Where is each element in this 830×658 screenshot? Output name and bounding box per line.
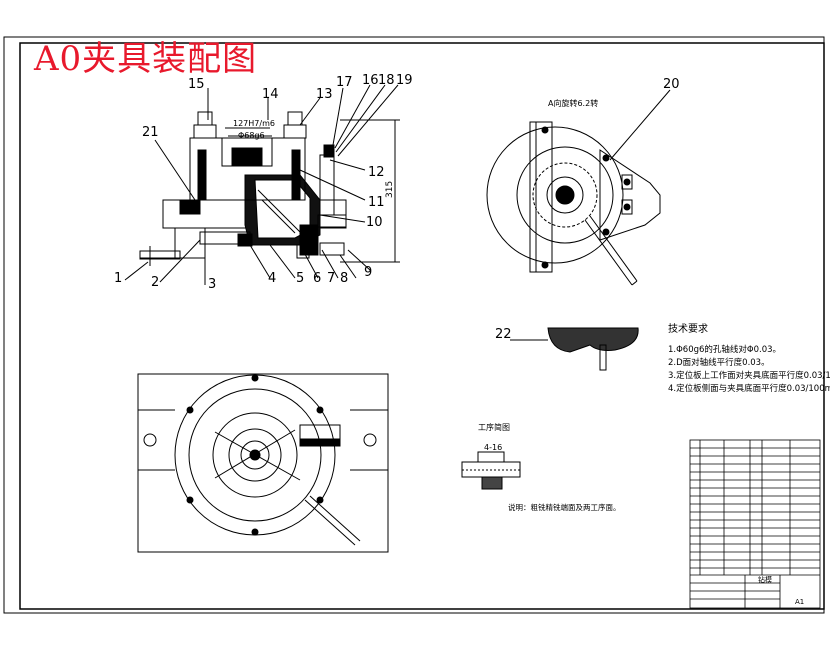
tech-requirements-list: 1.Φ60g6的孔轴线对Φ0.03。 2.D面对轴线平行度0.03。 3.定位板… — [668, 344, 830, 394]
part-number: 17 — [336, 75, 353, 90]
tech-requirement: 4.定位板侧面与夹具底面平行度0.03/100mm。 — [668, 383, 830, 394]
part-number: 5 — [296, 271, 304, 286]
part-number: 12 — [368, 165, 385, 180]
part-number-labels: 1 2 3 4 5 6 7 8 9 10 11 12 13 14 15 16 1… — [114, 73, 680, 342]
view-a-caption: A向旋转6.2转 — [548, 98, 598, 108]
tech-requirement: 3.定位板上工作面对夹具底面平行度0.03/100mm。 — [668, 370, 830, 381]
part-number: 18 — [378, 73, 395, 88]
height-dimension-label: 315 — [385, 181, 395, 198]
part-number: 9 — [364, 265, 372, 280]
drawing-title: A0夹具装配图 — [34, 39, 258, 79]
part-number: 2 — [151, 275, 159, 290]
part-number: 1 — [114, 271, 122, 286]
tech-requirements-title: 技术要求 — [668, 322, 708, 335]
tech-requirement: 1.Φ60g6的孔轴线对Φ0.03。 — [668, 344, 781, 355]
plan-view — [137, 373, 389, 553]
part-number: 16 — [362, 73, 379, 88]
part-number: 20 — [663, 77, 680, 92]
fit-upper-label: 127H7/m6 — [233, 119, 275, 128]
part-number: 11 — [368, 195, 385, 210]
part-number: 10 — [366, 215, 383, 230]
sheet-size-label: A1 — [795, 598, 804, 606]
part-number: 14 — [262, 87, 279, 102]
work-sketch — [461, 451, 521, 490]
front-section-view — [124, 84, 400, 285]
title-block-label: 钻模 — [758, 575, 772, 584]
part-number: 8 — [340, 271, 348, 286]
part-number: 6 — [313, 271, 321, 286]
detail-22 — [510, 327, 639, 371]
bom-table — [689, 439, 821, 609]
part-number: 22 — [495, 327, 512, 342]
part-number: 21 — [142, 125, 159, 140]
work-sketch-title: 工序简图 — [478, 422, 510, 432]
part-number: 19 — [396, 73, 413, 88]
part-number: 4 — [268, 271, 276, 286]
part-number: 3 — [208, 277, 216, 292]
part-number: 15 — [188, 77, 205, 92]
part-number: 13 — [316, 87, 333, 102]
work-sketch-note: 说明：粗铣精铣端面及两工序面。 — [508, 502, 621, 512]
part-number: 7 — [327, 271, 335, 286]
fit-lower-label: Φ68g6 — [238, 131, 265, 140]
view-a — [486, 89, 671, 286]
dim-4-16-label: 4-16 — [484, 443, 502, 452]
tech-requirement: 2.D面对轴线平行度0.03。 — [668, 357, 770, 368]
inner-frame — [19, 42, 825, 610]
